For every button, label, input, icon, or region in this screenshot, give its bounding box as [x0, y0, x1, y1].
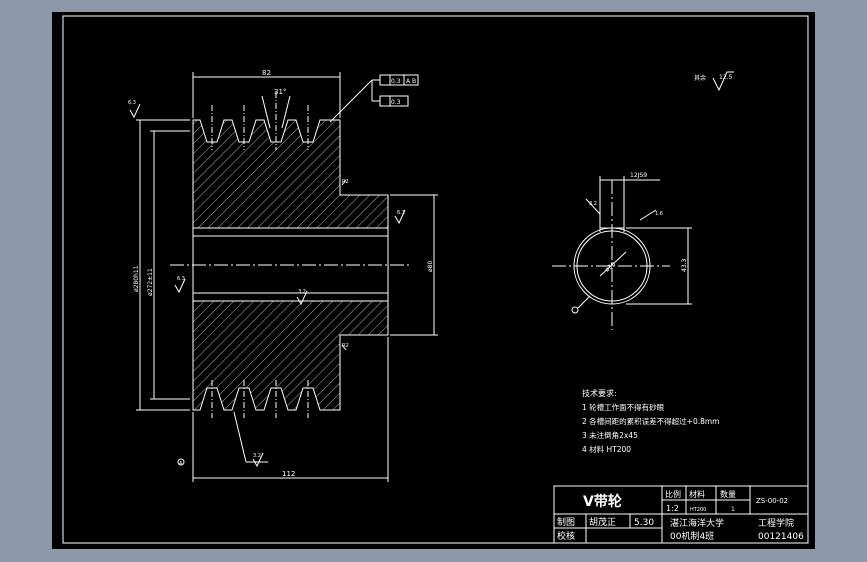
class-name: 00机制4班	[670, 530, 714, 542]
roughness-top: 6.3	[128, 100, 136, 106]
tech-req-heading: 技术要求:	[582, 388, 617, 398]
college: 工程学院	[758, 517, 794, 529]
quantity-value: 1	[731, 506, 735, 513]
keyway-depth: 43.3	[681, 258, 688, 272]
tol-ref-a: A	[406, 78, 411, 85]
roughness-right: 6.3	[397, 210, 405, 216]
roughness-groove: 3.2	[253, 453, 261, 459]
drawing-date: 5.30	[634, 518, 654, 528]
tech-req-item-2: 2 各槽间距的累积误差不得超过+0.8mm	[582, 416, 719, 426]
roughness-general: 12.5	[719, 74, 733, 81]
drawing-number: ZS-00-02	[756, 497, 788, 505]
student-id: 00121406	[758, 532, 804, 542]
lower-hatched-body	[192, 300, 389, 411]
tol-perp-value: 0.3	[391, 99, 401, 106]
radius-upper: R2	[342, 179, 349, 185]
pulley-section-view	[129, 72, 438, 482]
drawn-label: 制图	[557, 516, 575, 528]
dim-bottom-length: 112	[282, 470, 295, 478]
hub-end-view	[552, 176, 692, 330]
tech-req-item-4: 4 材料 HT200	[582, 444, 631, 454]
other-label: 其余	[694, 74, 706, 82]
hole-roughness: 1.6	[655, 211, 663, 217]
tech-req-item-1: 1 轮槽工作面不得有砂眼	[582, 402, 665, 412]
dim-hub-dia: ø80	[427, 261, 434, 272]
datum-label: A	[179, 461, 183, 467]
keyway-width: 12JS9	[630, 172, 647, 179]
tech-req-item-3: 3 未注倒角2x45	[582, 430, 638, 440]
inner-border	[62, 15, 809, 544]
scale-label: 比例	[665, 489, 681, 499]
keyway-roughness: 3.2	[589, 201, 597, 207]
material-label: 材料	[689, 489, 705, 499]
scale-value: 1:2	[666, 504, 679, 513]
tol-runout-value: 0.3	[391, 78, 401, 85]
material-value: HT200	[690, 507, 706, 513]
title-block	[553, 485, 809, 544]
dim-pitch-dia: ø272±11	[147, 268, 154, 296]
university: 湛江海洋大学	[670, 517, 724, 529]
quantity-label: 数量	[720, 489, 736, 499]
checked-label: 校核	[557, 530, 575, 542]
upper-hatched-body	[192, 119, 389, 229]
roughness-left: 6.3	[177, 276, 185, 282]
roughness-bore: 3.2	[298, 289, 306, 295]
dim-top-width: 82	[262, 69, 271, 77]
tol-ref-b: B	[412, 78, 416, 85]
drawn-by: 胡茂正	[589, 516, 616, 528]
radius-lower: R2	[342, 343, 349, 349]
dim-outer-dia: ø280h11	[133, 265, 140, 292]
roughness-general-symbol	[712, 71, 734, 92]
dim-groove-angle: 31°	[274, 88, 286, 96]
part-name: V带轮	[583, 493, 622, 510]
